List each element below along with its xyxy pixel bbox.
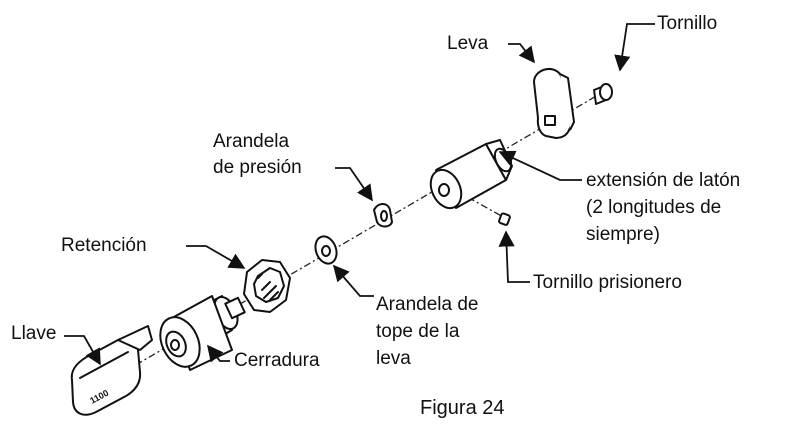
figure-caption: Figura 24 [420,397,505,419]
leader-retencion [186,245,246,269]
label-extension-3: siempre) [586,224,660,245]
leader-arandela-tope [332,264,374,297]
label-arandela-tope-1: Arandela de [376,294,479,315]
label-tornillo: Tornillo [657,13,718,34]
lock-washer-part [373,203,393,228]
leader-cerradura [206,344,230,363]
cam-part [533,67,575,139]
label-extension-2: (2 longitudes de [586,197,722,218]
leader-tornillo [614,23,655,72]
label-llave: Llave [11,323,57,344]
label-arandela-presion-1: Arandela [213,131,290,152]
leader-leva [508,43,535,64]
label-tornillo-prisionero: Tornillo prisionero [533,272,682,293]
label-arandela-tope-3: leva [376,348,411,369]
label-retencion: Retención [61,235,147,256]
leader-arandela-presion [335,167,373,202]
brass-extension-part [429,139,513,210]
label-cerradura: Cerradura [234,350,320,371]
cylinder-part [159,295,246,371]
label-arandela-presion-2: de presión [213,157,302,178]
setscrew-axis [454,189,506,219]
cam-stop-washer-part [314,235,338,265]
screw-part [593,83,613,105]
set-screw-part [498,212,511,226]
key-part: 1100 [70,325,153,416]
leader-tornillo-prisionero [498,230,530,283]
label-extension-1: extensión de latón [586,170,741,191]
leader-llave [64,335,101,366]
label-leva: Leva [447,33,489,54]
leader-extension [498,150,582,181]
retaining-nut-part [243,259,291,313]
label-arandela-tope-2: tope de la [376,321,460,342]
